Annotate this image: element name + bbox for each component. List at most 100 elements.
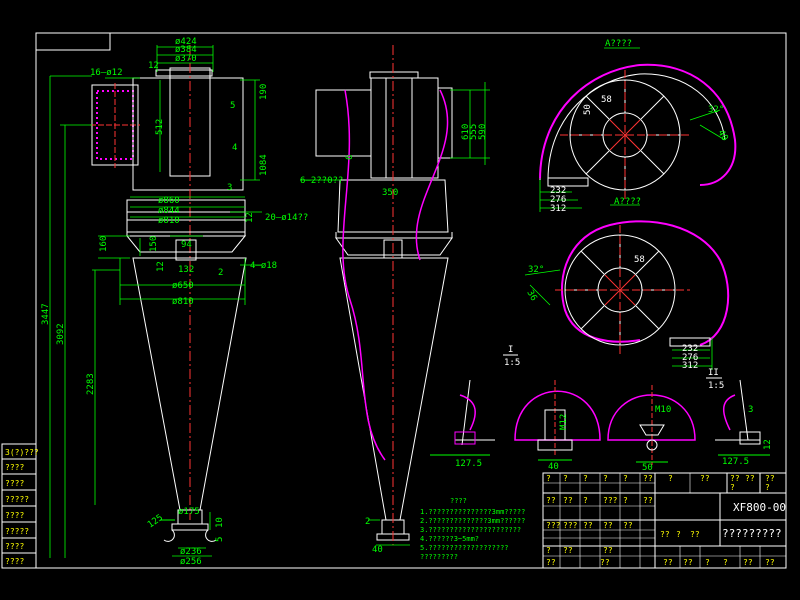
dim-label: 12 — [156, 261, 166, 272]
side-cone — [339, 257, 449, 521]
dim-label: 312 — [682, 361, 698, 371]
left-table-cell: ????? — [5, 495, 29, 504]
tb-cell: ? — [765, 483, 770, 492]
dim-label: 16—ø12 — [90, 68, 123, 78]
dim-label: ø860 — [158, 196, 180, 206]
dim-label: 312 — [550, 204, 566, 214]
dim-label: 232 — [550, 186, 566, 196]
tb-cell: ?? — [583, 521, 593, 530]
tb-cell: ?? — [563, 546, 573, 555]
dim-label: 125 — [146, 513, 165, 531]
left-table-cell: ???? — [5, 463, 24, 472]
tb-cell: ?? — [563, 496, 573, 505]
dim-label: 1084 — [259, 154, 269, 176]
tb-cell: ? — [676, 530, 681, 539]
note-item: 3.?????????????????????? — [420, 526, 521, 534]
left-table-cell: ???? — [5, 511, 24, 520]
dim-label: 40 — [372, 545, 383, 555]
dim-label: 5 — [215, 537, 225, 542]
dim-label: 20—ø14?? — [265, 213, 308, 223]
tb-cell: ? — [546, 546, 551, 555]
dim-label: 3 — [227, 183, 232, 193]
details: I 1:5 II 1:5 127.5 40 M12 M10 50 127.5 — [430, 345, 773, 473]
drawing-frame — [35, 32, 787, 569]
dust-flange — [171, 523, 209, 531]
flow-path — [415, 89, 449, 261]
side-view: 6—2??0?? 350 610 555 590 6 2 40 — [300, 45, 490, 555]
left-table-cell: ???? — [5, 542, 24, 551]
note-item: ????????? — [420, 553, 458, 561]
dim-label: 276 — [682, 353, 698, 363]
tb-cell: ? — [603, 474, 608, 483]
cylinder-body — [132, 77, 244, 191]
tb-cell: ? — [546, 474, 551, 483]
dim-label: ø810 — [172, 297, 194, 307]
dim-label: 32° — [528, 265, 544, 275]
dim-label: 6 — [345, 155, 355, 160]
note-item: 4.??????3~5mm? — [420, 535, 479, 543]
dim-label: 10 — [215, 517, 225, 528]
dim-label: 2283 — [86, 373, 96, 395]
tb-cell: ? — [563, 474, 568, 483]
side-body — [337, 179, 449, 233]
dim-label: 127.5 — [722, 457, 749, 467]
tb-cell: ? — [668, 474, 673, 483]
front-view: ø424 ø384 ø370 12 16—ø12 512 1084 190 5 … — [41, 37, 308, 567]
dim-label: M10 — [655, 405, 671, 415]
tb-cell: ?? — [623, 521, 633, 530]
dim-label: 50 — [642, 463, 653, 473]
detail-scale: 1:5 — [708, 381, 724, 391]
tb-cell: ? — [623, 496, 628, 505]
dim-label: 512 — [155, 119, 165, 135]
note-item: 5.??????????????????? — [420, 544, 509, 552]
dim-label: ø370 — [175, 54, 197, 64]
dim-label: 6—2??0?? — [300, 176, 343, 186]
corner-tag — [36, 33, 111, 51]
left-side-table: 3(?)??? ???? ???? ????? ???? ????? ???? … — [1, 443, 39, 569]
cone-upper — [125, 235, 247, 253]
tb-cell: ?? — [663, 558, 673, 567]
note-item: 2.??????????????3mm?????? — [420, 517, 525, 525]
dim-label: 40 — [548, 462, 559, 472]
dim-label: 555 — [469, 124, 479, 140]
volute-outline — [561, 220, 730, 346]
front-dimension-lines — [49, 45, 262, 558]
view-label: A???? — [605, 39, 632, 49]
dim-label: 40 — [715, 129, 729, 143]
left-table-cell: ????? — [5, 527, 29, 536]
tb-cell: ? — [583, 496, 588, 505]
dim-label: 5 — [230, 101, 235, 111]
dim-label: 3447 — [41, 303, 51, 325]
dim-label: 32° — [708, 105, 724, 115]
dim-label: ø256 — [180, 557, 202, 567]
tb-cell: ? — [730, 483, 735, 492]
detail-label: II — [708, 368, 719, 378]
title-block: XF800-00 ????????? ? ? ? ? ? ?? ? ?? ?? … — [542, 472, 787, 569]
dim-label: ø175 — [178, 507, 200, 517]
detail-label: I — [508, 345, 513, 355]
dim-label: 190 — [259, 84, 269, 100]
dim-label: ø424 — [175, 37, 197, 47]
dim-label: 12 — [148, 61, 159, 71]
dim-label: 350 — [382, 188, 398, 198]
outlet-flange — [155, 69, 213, 77]
dim-label: 2 — [218, 268, 223, 278]
dim-label: ø384 — [175, 45, 197, 55]
tb-cell: ?? — [730, 474, 740, 483]
technical-notes: ???? 1.???????????????3mm????? 2.???????… — [420, 497, 525, 561]
tb-cell: ?? — [603, 546, 613, 555]
top-view-lower: A???? 58 32° 36 232 276 312 — [524, 197, 730, 371]
dim-label: 12 — [245, 212, 255, 223]
tb-cell: ? — [705, 558, 710, 567]
dim-label: 127.5 — [455, 459, 482, 469]
dim-label: 232 — [682, 344, 698, 354]
dim-label: 4 — [232, 143, 237, 153]
tb-cell: ?? — [745, 474, 755, 483]
dim-label: ø844 — [158, 206, 180, 216]
tb-cell: ?? — [765, 474, 775, 483]
tb-cell: ?? — [546, 496, 556, 505]
tb-cell: ?? — [643, 474, 653, 483]
dim-label: 12 — [763, 439, 773, 450]
detail-scale: 1:5 — [504, 358, 520, 368]
tb-cell: ?? — [600, 558, 610, 567]
